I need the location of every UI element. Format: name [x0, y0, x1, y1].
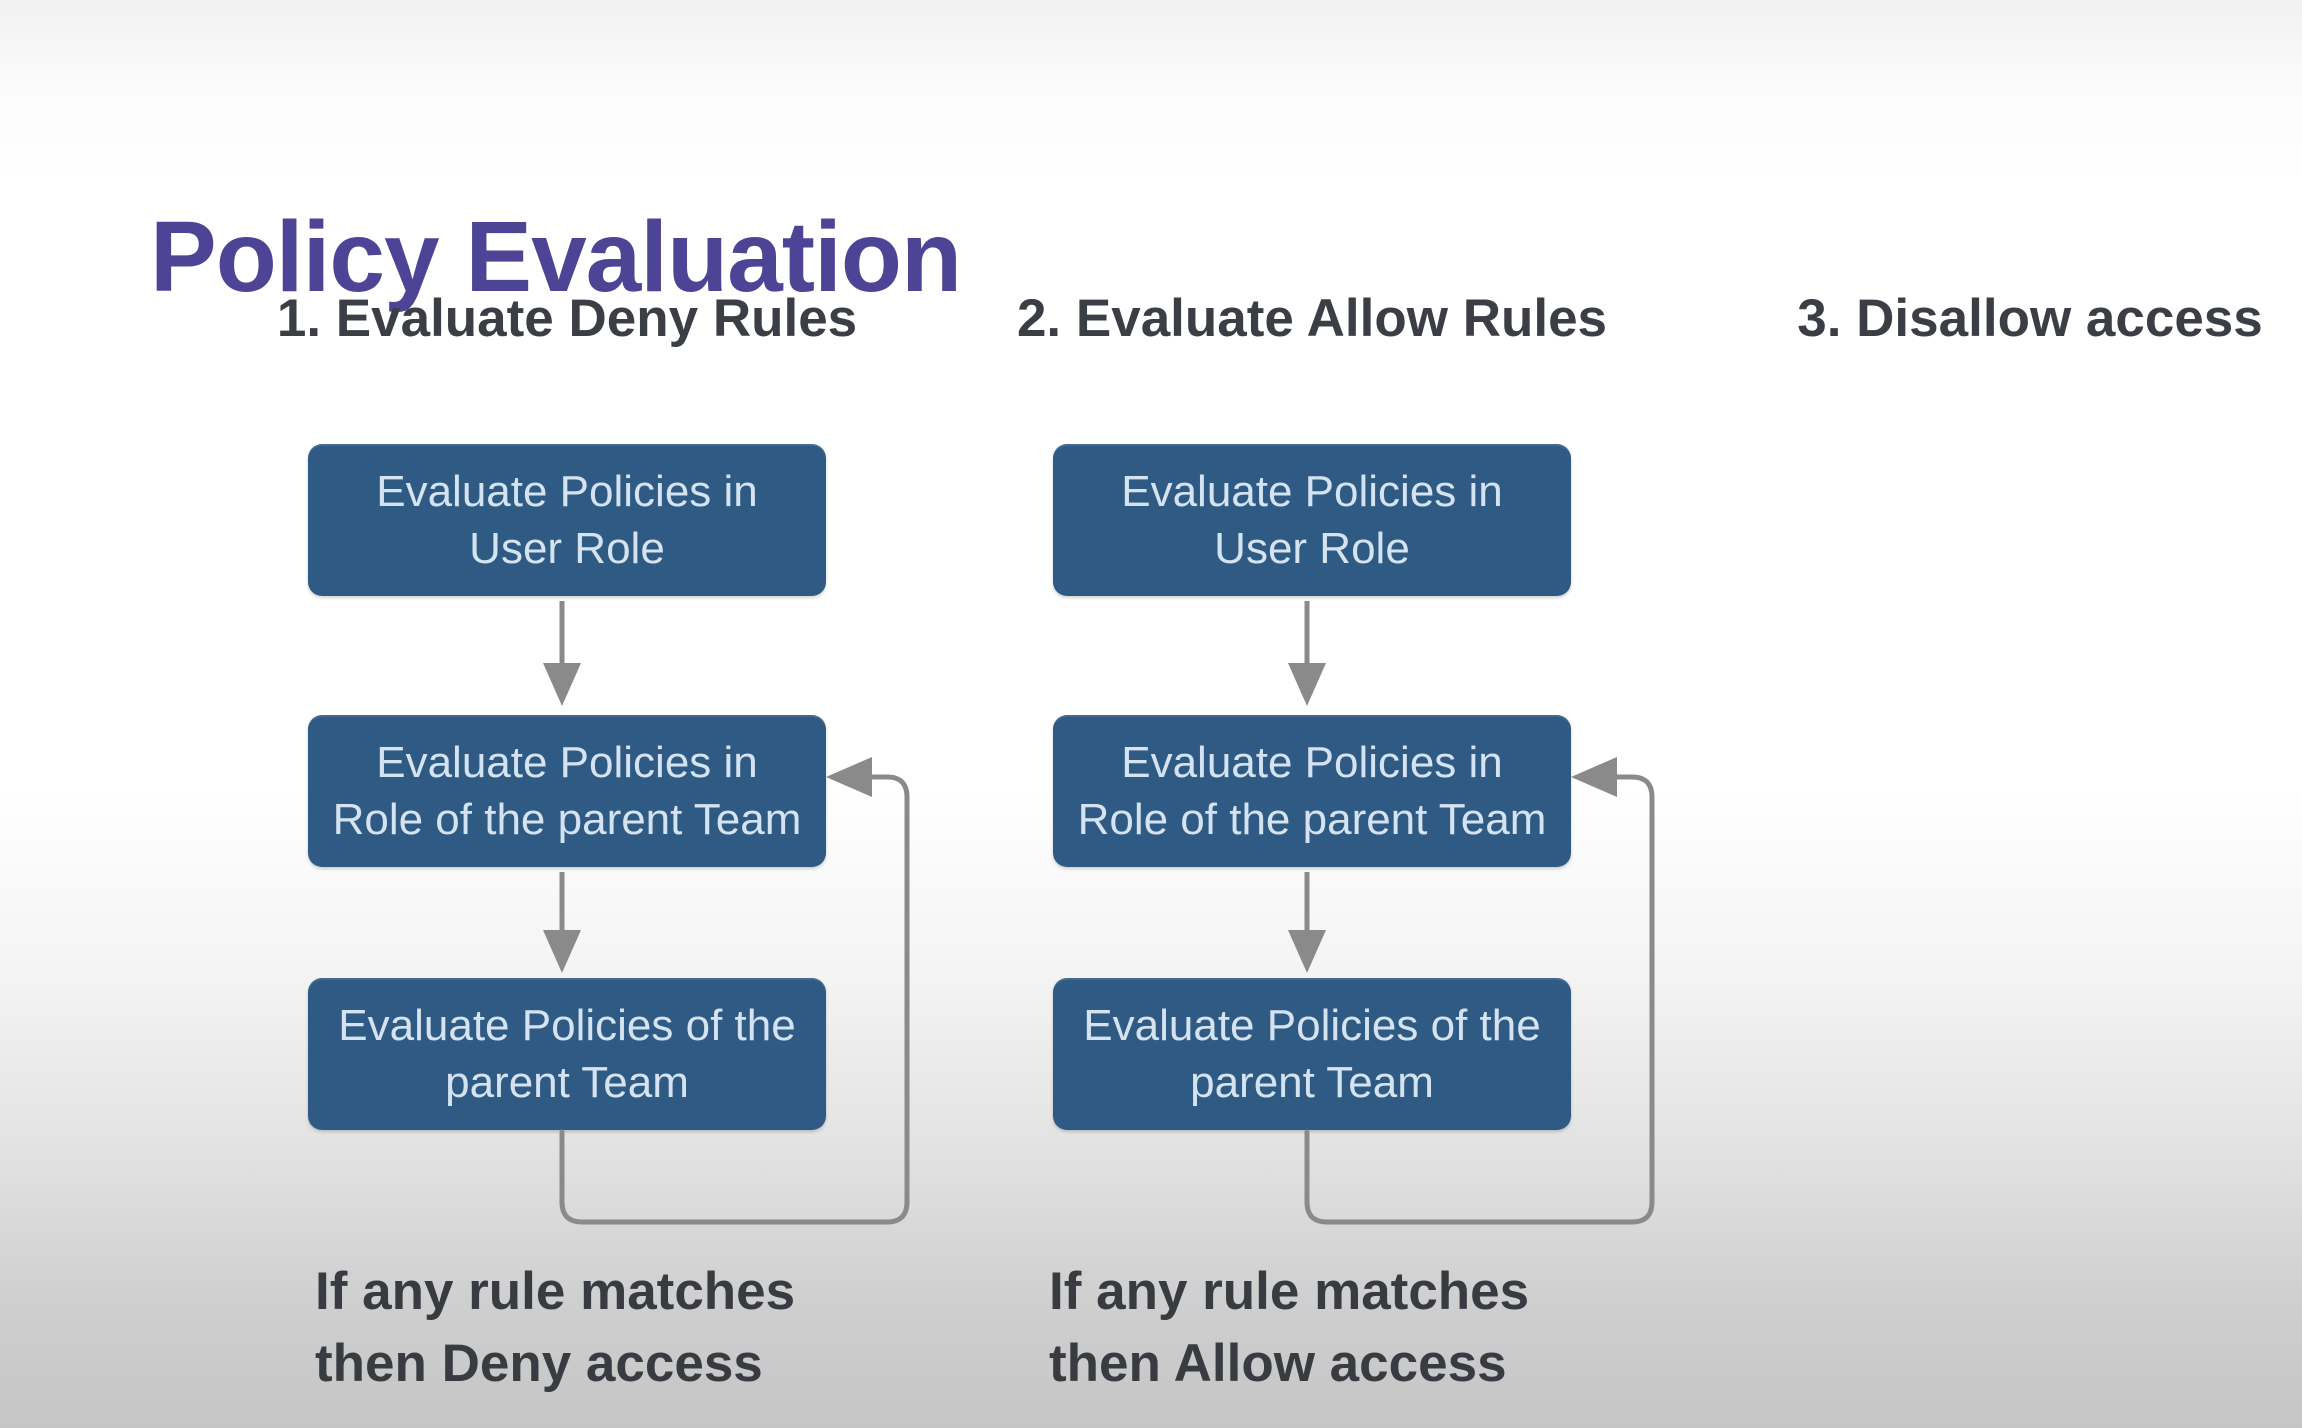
allow-flow-down-arrow-2 — [1288, 872, 1326, 973]
allow-flow-caption: If any rule matches then Allow access — [1049, 1262, 1530, 1393]
allow-flow-box-parent-team: Evaluate Policies of the parent Team — [1053, 978, 1571, 1130]
deny-flow-box-parent-team: Evaluate Policies of the parent Team — [308, 978, 826, 1130]
deny-flow-caption: If any rule matches then Deny access — [315, 1262, 796, 1393]
step-heading-evaluate-deny-rules: 1. Evaluate Deny Rules — [276, 289, 858, 348]
step-heading-evaluate-allow-rules: 2. Evaluate Allow Rules — [1016, 289, 1608, 348]
allow-flow-box-role-parent-team: Evaluate Policies in Role of the parent … — [1053, 715, 1571, 867]
allow-flow-box-user-role: Evaluate Policies in User Role — [1053, 444, 1571, 596]
step-heading-disallow-access: 3. Disallow access — [1797, 289, 2263, 348]
page-title: Policy Evaluation — [150, 201, 962, 313]
deny-flow-down-arrow-2 — [543, 872, 581, 973]
deny-flow-down-arrow-1 — [543, 601, 581, 706]
deny-flow-box-user-role: Evaluate Policies in User Role — [308, 444, 826, 596]
deny-flow-box-role-parent-team: Evaluate Policies in Role of the parent … — [308, 715, 826, 867]
allow-flow-down-arrow-1 — [1288, 601, 1326, 706]
